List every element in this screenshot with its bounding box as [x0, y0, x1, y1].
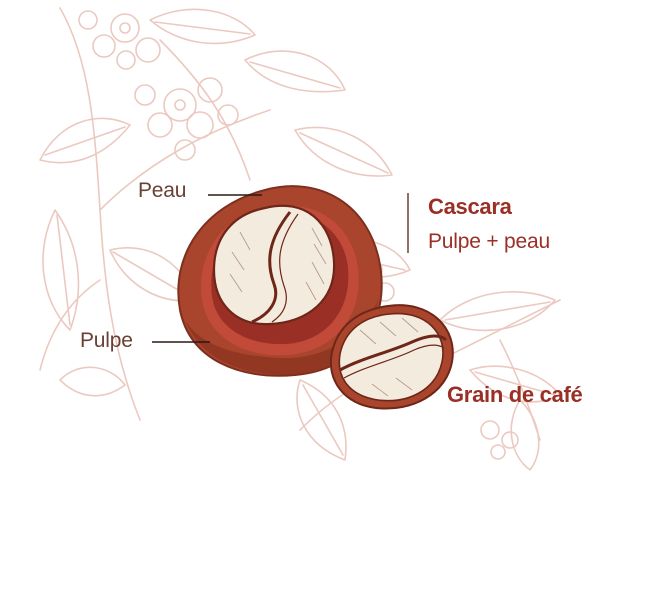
coffee-bean-icon	[329, 304, 454, 410]
label-cascara: Cascara	[428, 194, 512, 219]
label-pulpe: Pulpe	[80, 329, 133, 352]
label-grain-de-cafe: Grain de café	[447, 382, 583, 407]
label-peau: Peau	[138, 179, 187, 202]
coffee-cherry-cross-section-icon	[177, 185, 383, 377]
label-cascara-subtitle: Pulpe + peau	[428, 230, 550, 253]
